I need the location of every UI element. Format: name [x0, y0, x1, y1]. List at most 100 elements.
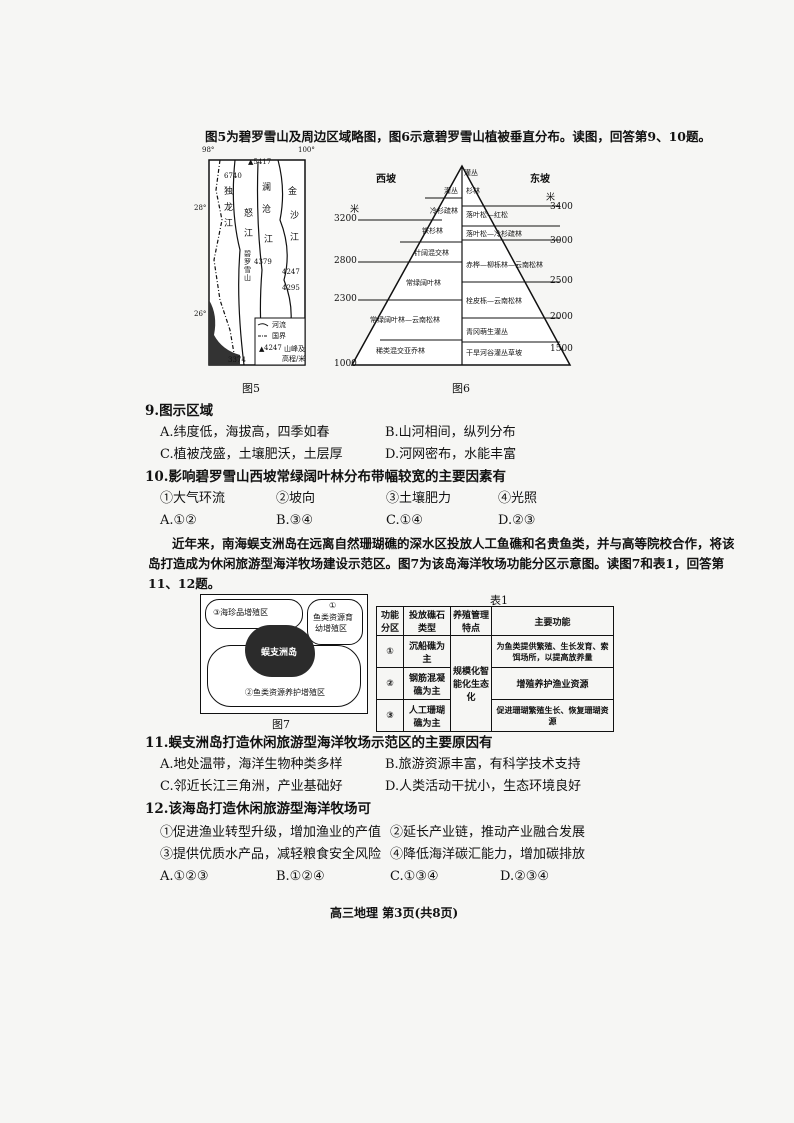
- table-header-row: 功能分区 投放礁石类型 养殖管理特点 主要功能: [376, 606, 614, 636]
- peak-5417-value: 5417: [253, 158, 272, 166]
- legend-river: 河流: [272, 321, 286, 329]
- legend-peak-2: 高程/米: [282, 355, 306, 363]
- unit-right: 米: [546, 193, 556, 203]
- river-label-5: 江: [244, 229, 254, 239]
- peak-5417: ▲5417: [248, 158, 272, 166]
- east-zone-6: 青冈萌生灌丛: [466, 328, 508, 336]
- legend-peak-value: 4247: [264, 344, 282, 352]
- q10-option-b[interactable]: B.③④: [276, 513, 313, 528]
- east-zone-5: 栓皮栎—云南松林: [466, 297, 522, 305]
- river-label-11: 江: [290, 233, 300, 243]
- peak-6740: 6740: [224, 172, 242, 180]
- q11-option-d[interactable]: D.人类活动干扰小，生态环境良好: [385, 779, 582, 794]
- table-cell-mgmt: 规模化智能化生态化: [450, 635, 492, 732]
- island-shape: [245, 625, 315, 677]
- unit-left: 米: [350, 205, 360, 215]
- intro-9-10: 图5为碧罗雪山及周边区域略图，图6示意碧罗雪山植被垂直分布。读图，回答第9、10…: [205, 129, 711, 144]
- tick-1500: 1500: [550, 344, 573, 354]
- river-label-4: 怒: [244, 209, 254, 219]
- table-cell-zone: ①: [376, 635, 404, 668]
- zone-3-box: [205, 599, 303, 629]
- table-cell-function: 促进珊瑚繁殖生长、恢复珊瑚资源: [491, 699, 614, 732]
- peak-4295: 4295: [282, 284, 300, 292]
- top-label: 灌丛: [464, 169, 478, 177]
- table-cell-type: 人工珊瑚礁为主: [403, 699, 451, 732]
- tick-1000: 1000: [334, 359, 357, 369]
- figure-5-map: ▲ 98° 100° 28° 26° ▲5417 6740 4379 4247 …: [194, 146, 315, 370]
- tick-3200: 3200: [334, 214, 357, 224]
- zone-1-label-2: 幼增殖区: [315, 624, 347, 633]
- q10-option-c[interactable]: C.①④: [386, 513, 423, 528]
- q11-option-a[interactable]: A.地处温带，海洋生物种类多样: [160, 757, 343, 772]
- lon-left: 98°: [202, 146, 215, 154]
- intro-11-12: 近年来，南海蜈支洲岛在远离自然珊瑚礁的深水区投放人工鱼礁和名贵鱼类，并与高等院校…: [148, 536, 735, 591]
- table-cell-type: 沉船礁为主: [403, 635, 451, 668]
- river-label-10: 沙: [290, 211, 300, 221]
- q11-option-b[interactable]: B.旅游资源丰富，有科学技术支持: [385, 757, 581, 772]
- peak-4247: 4247: [282, 268, 300, 276]
- west-zone-5: 常绿阔叶林: [406, 279, 441, 287]
- tick-2500: 2500: [550, 276, 573, 286]
- west-zone-7: 稀类混交亚乔林: [376, 347, 425, 355]
- q9-option-a[interactable]: A.纬度低，海拔高，四季如春: [160, 425, 330, 440]
- q12-item-2: ②延长产业链，推动产业融合发展: [390, 825, 586, 840]
- east-zone-7: 干旱河谷灌丛草坡: [466, 349, 522, 357]
- legend-border: 国界: [272, 332, 286, 340]
- lat-top: 28°: [194, 204, 207, 212]
- east-label: 东坡: [530, 174, 550, 185]
- table-cell-function: 为鱼类提供繁殖、生长发育、索饵场所，以提高放养量: [491, 635, 614, 668]
- q9-option-b[interactable]: B.山河相间，纵列分布: [385, 425, 516, 440]
- tick-2300: 2300: [334, 294, 357, 304]
- q12-option-d[interactable]: D.②③④: [500, 869, 550, 884]
- table-header-type: 投放礁石类型: [403, 606, 451, 636]
- east-zone-3: 落叶松—冷杉疏林: [466, 230, 522, 238]
- q12-option-c[interactable]: C.①③④: [390, 869, 439, 884]
- q12-item-1: ①促进渔业转型升级，增加渔业的产值: [160, 825, 382, 840]
- tick-3000: 3000: [550, 236, 573, 246]
- river-label-1: 独: [224, 187, 234, 197]
- q12-item-4: ④降低海洋碳汇能力，增加碳排放: [390, 847, 586, 862]
- lat-bottom: 26°: [194, 310, 207, 318]
- river-label-7: 沧: [262, 205, 272, 215]
- zone-1-num: ①: [329, 601, 337, 610]
- table-cell-function: 增殖养护渔业资源: [491, 667, 614, 700]
- q10-option-d[interactable]: D.②③: [498, 513, 536, 528]
- figure-7-caption: 图7: [272, 718, 290, 731]
- zone-1-label-1: 鱼类资源育: [313, 613, 353, 622]
- q11-stem: 11.蜈支洲岛打造休闲旅游型海洋牧场示范区的主要原因有: [145, 735, 493, 751]
- figure-6-vegetation: 西坡 东坡 米 米 3200 2800 2300 1000 3400 3000 …: [334, 160, 580, 375]
- east-zone-1: 杉林: [466, 187, 480, 195]
- island-label: 蜈支洲岛: [261, 648, 298, 658]
- q9-option-d[interactable]: D.河网密布，水能丰富: [385, 447, 517, 462]
- q11-option-c[interactable]: C.邻近长江三角洲，产业基础好: [160, 779, 343, 794]
- zone-3-label: ③海珍品增殖区: [213, 608, 269, 617]
- q10-item-2: ②坡向: [276, 491, 316, 506]
- map-svg: ▲: [208, 159, 306, 366]
- table-row: ③ 人工珊瑚礁为主 促进珊瑚繁殖生长、恢复珊瑚资源: [376, 699, 614, 732]
- table-header-zone: 功能分区: [376, 606, 404, 636]
- east-zone-2: 落叶松—红松: [466, 211, 508, 219]
- table-cell-type: 钢筋混凝礁为主: [403, 667, 451, 700]
- east-zone-4: 赤桦—柳栎林—云南松林: [466, 261, 543, 269]
- zone-2-label: ②鱼类资源养护增殖区: [245, 688, 325, 697]
- table-header-mgmt: 养殖管理特点: [450, 606, 492, 636]
- q12-option-a[interactable]: A.①②③: [160, 869, 209, 884]
- zone-1-box: [307, 599, 363, 645]
- table-1: 功能分区 投放礁石类型 养殖管理特点 主要功能 ① 沉船礁为主 规模化智能化生态…: [376, 606, 614, 732]
- q9-option-c[interactable]: C.植被茂盛，土壤肥沃，土层厚: [160, 447, 343, 462]
- figure-7-zones: ③海珍品增殖区 ① 鱼类资源育 幼增殖区 蜈支洲岛 ②鱼类资源养护增殖区: [200, 594, 368, 714]
- q12-option-b[interactable]: B.①②④: [276, 869, 325, 884]
- q10-item-4: ④光照: [498, 491, 538, 506]
- legend-peak: 山峰及: [284, 345, 305, 353]
- q10-stem: 10.影响碧罗雪山西坡常绿阔叶林分布带幅较宽的主要因素有: [145, 469, 506, 485]
- west-zone-1: 灌丛: [444, 187, 458, 195]
- q12-item-3: ③提供优质水产品，减轻粮食安全风险: [160, 847, 382, 862]
- peak-3374: 3374: [228, 356, 246, 364]
- q10-option-a[interactable]: A.①②: [160, 513, 197, 528]
- table-cell-zone: ②: [376, 667, 404, 700]
- q9-stem: 9.图示区域: [145, 403, 214, 419]
- table-1-title: 表1: [490, 594, 508, 607]
- figure-5-caption: 图5: [242, 382, 260, 395]
- west-zone-4: 针阔混交林: [414, 249, 449, 257]
